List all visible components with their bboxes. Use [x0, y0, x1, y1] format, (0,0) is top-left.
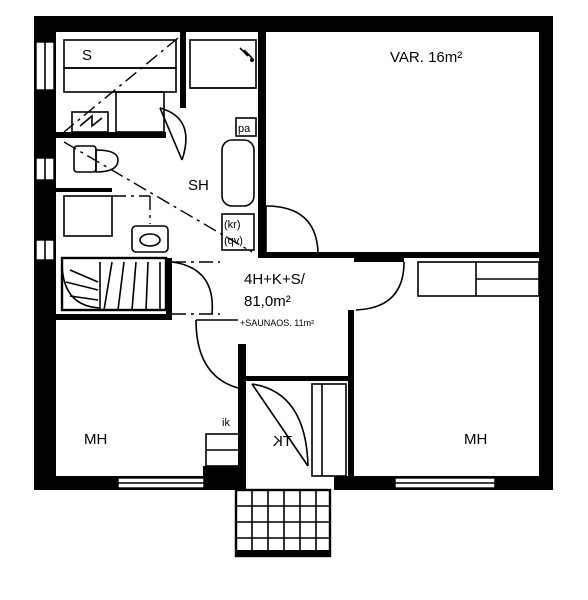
staircase: [60, 256, 220, 315]
room-label-bedroom-right: MH: [464, 431, 487, 448]
fixture-label-ik: ik: [222, 417, 230, 429]
fixture-label-pa: pa: [238, 123, 251, 135]
fixture-label-qv: (qv): [224, 235, 243, 247]
room-label-entrance: TK: [273, 433, 292, 450]
stair-door-swing: [171, 261, 214, 315]
exterior-steps: [234, 488, 332, 558]
wardrobes: [417, 261, 540, 297]
apartment-area: 81,0m²: [244, 293, 291, 310]
sauna-area-note: +SAUNAOS. 11m²: [240, 318, 314, 328]
room-label-storage: VAR. 16m²: [390, 49, 462, 66]
room-label-bathroom: SH: [188, 177, 209, 194]
bedroom-right-door-swing: [355, 261, 405, 311]
bedroom-left-door-swing: [195, 319, 239, 389]
room-label-bedroom-left: MH: [84, 431, 107, 448]
entrance-area: [205, 383, 347, 477]
fixture-label-kr: (kr): [224, 219, 241, 231]
interior-walls: [56, 32, 539, 476]
bottom-windows: [117, 477, 496, 489]
room-label-sauna: S: [82, 47, 92, 64]
sauna-benches: [63, 37, 179, 133]
left-windows: [35, 41, 55, 261]
bathroom-fixtures: [63, 39, 257, 253]
entrance-opening: [246, 476, 334, 490]
apartment-type: 4H+K+S/: [244, 271, 306, 288]
sauna-door-swing: [159, 107, 187, 161]
bathroom-door-swing: [265, 205, 319, 253]
